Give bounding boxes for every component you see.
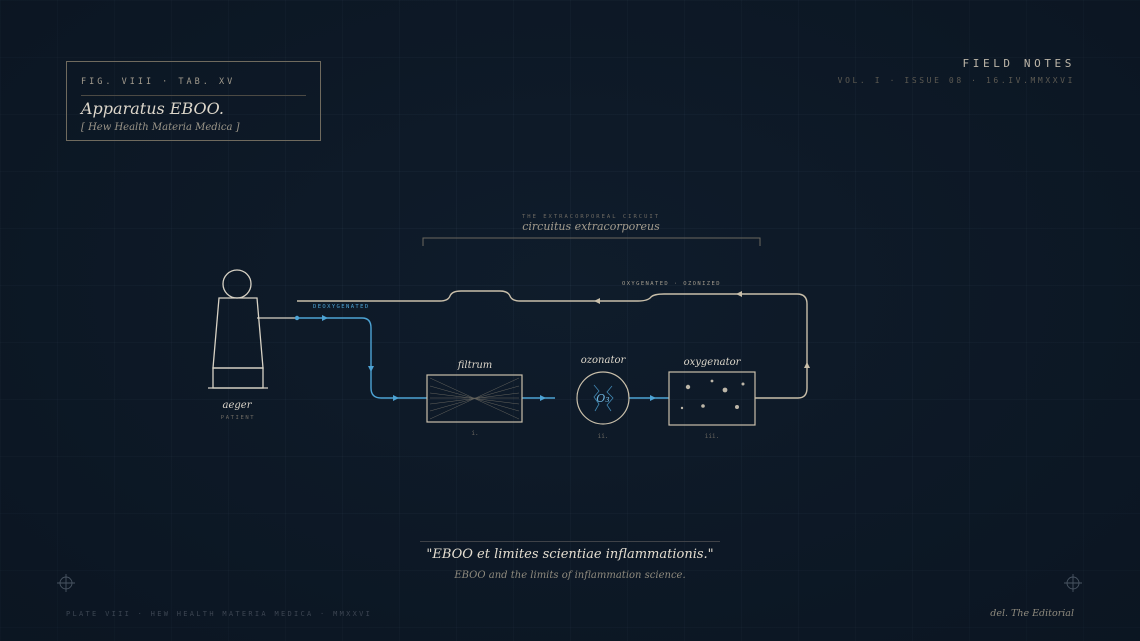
ozonator-spark-icon [606, 385, 614, 412]
crosshair-icon [57, 574, 75, 592]
oxygenator-numeral: iii. [705, 433, 719, 440]
oxygenator-unit: oxygenator iii. [668, 357, 756, 440]
venous-arrow [368, 366, 374, 372]
figure-title: Apparatus EBOO. [81, 99, 224, 118]
venous-port [294, 315, 300, 321]
venous-arrow [540, 395, 546, 401]
arterial-line [297, 290, 808, 399]
arterial-arrow [736, 291, 742, 297]
deoxygenated-label: DEOXYGENATED [313, 304, 370, 310]
masthead-issue: VOL. I · ISSUE 08 · 16.IV.MMXXVI [837, 76, 1075, 85]
oxygenator-label: oxygenator [684, 357, 742, 368]
figure-label: FIG. VIII · TAB. XV [81, 77, 236, 87]
ozone-symbol: O₃ [596, 392, 609, 405]
filtrum-box [426, 374, 523, 423]
quote-divider [420, 541, 720, 542]
patient-body [212, 297, 264, 369]
ozonator-label: ozonator [581, 355, 627, 366]
oxygenator-bubbles [680, 379, 745, 410]
venous-line [297, 317, 427, 399]
arterial-arrow [804, 362, 810, 368]
figure-subtitle: [ Hew Health Materia Medica ] [81, 122, 240, 133]
figure-title-box: FIG. VIII · TAB. XV Apparatus EBOO. [ He… [66, 61, 321, 141]
oxygenator-box [668, 371, 756, 426]
patient-sublabel: PATIENT [221, 415, 255, 421]
ozonator-circle [576, 371, 630, 425]
plate-line: PLATE VIII · HEW HEALTH MATERIA MEDICA ·… [66, 610, 373, 618]
oxygenated-label: OXYGENATED · OZONIZED [622, 281, 721, 287]
patient-figure [208, 269, 297, 389]
patient-head [222, 269, 252, 299]
venous-arrow [650, 395, 656, 401]
ozonator-numeral: ii. [598, 433, 609, 440]
patient-base [212, 367, 264, 389]
filtrum-fibers [429, 377, 520, 420]
filtrum-label: filtrum [457, 360, 493, 371]
circuit-caption: THE EXTRACORPOREAL CIRCUIT [521, 214, 661, 220]
filtrum-numeral: i. [471, 430, 478, 437]
circuit-bracket [422, 237, 761, 246]
filtrum-unit: filtrum i. [426, 360, 523, 437]
masthead-title: FIELD NOTES [962, 57, 1075, 70]
ozonator-unit: O₃ ozonator ii. [576, 355, 630, 440]
crosshair-icon [1064, 574, 1082, 592]
patient-label: aeger [223, 400, 253, 411]
ozonator-spark-icon [593, 384, 600, 412]
figure-divider [81, 95, 306, 96]
circuit-title: circuitus extracorporeus [522, 220, 660, 233]
quote-translation: EBOO and the limits of inflammation scie… [454, 570, 686, 581]
venous-arrow [322, 315, 328, 321]
latin-quote: "EBOO et limites scientiae inflammationi… [426, 547, 714, 562]
arterial-arrow [594, 298, 600, 304]
venous-arrow [393, 395, 399, 401]
editorial-credit: del. The Editorial [990, 608, 1074, 619]
